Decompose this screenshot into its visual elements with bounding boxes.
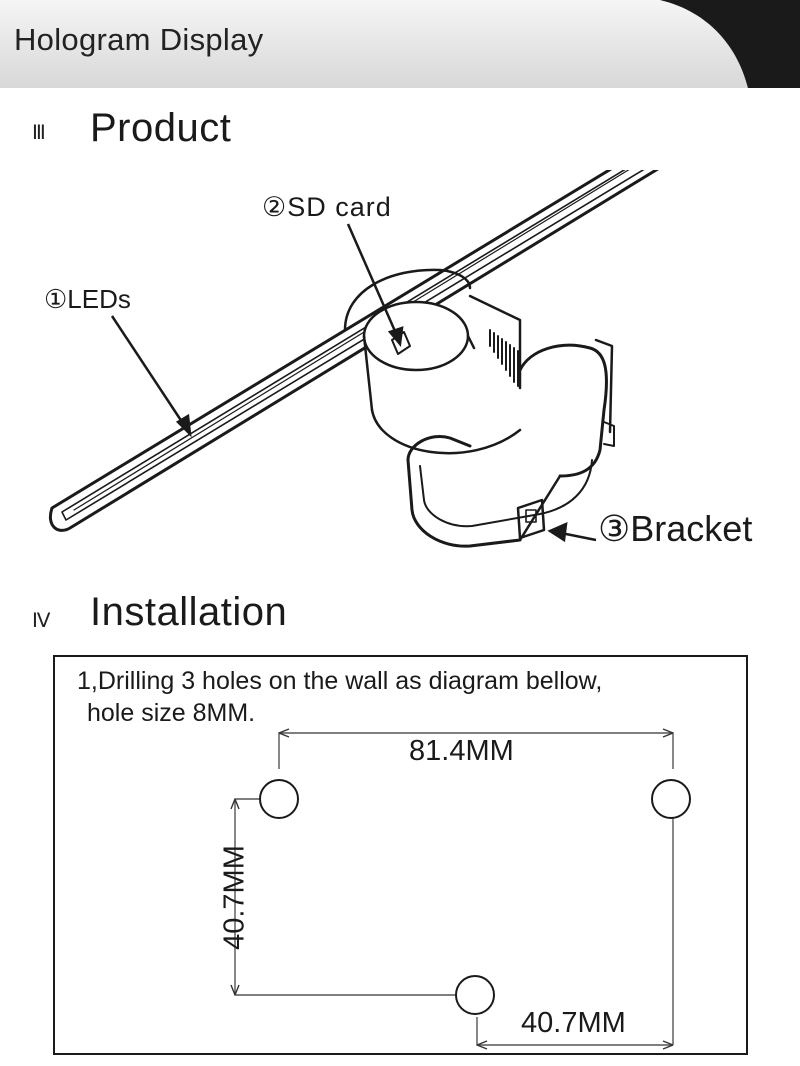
drill-hole-right bbox=[651, 779, 691, 819]
sd-card-leader-line bbox=[346, 223, 400, 339]
motor-body bbox=[362, 294, 522, 455]
dimension-label-top: 81.4MM bbox=[409, 735, 514, 767]
dim-arrow-left-bottom-icon bbox=[230, 984, 240, 996]
drill-hole-bottom bbox=[455, 975, 495, 1015]
installation-diagram-box: 1,Drilling 3 holes on the wall as diagra… bbox=[53, 655, 748, 1055]
dim-line-left bbox=[234, 798, 459, 996]
dim-line-top bbox=[278, 732, 674, 769]
dim-arrow-top-right-icon bbox=[662, 728, 674, 738]
instruction-line-1: 1,Drilling 3 holes on the wall as diagra… bbox=[77, 667, 603, 695]
section-title-product: Product bbox=[90, 106, 232, 150]
callout-leds: ①LEDs bbox=[44, 284, 131, 314]
leds-arrow-icon bbox=[175, 413, 192, 438]
dim-arrow-left-top-icon bbox=[230, 798, 240, 810]
callout-bracket: ③Bracket bbox=[598, 508, 753, 549]
dim-arrow-top-left-icon bbox=[278, 728, 290, 738]
page-title: Hologram Display bbox=[14, 22, 264, 57]
leds-leader-line bbox=[110, 315, 188, 429]
section-numeral-product: Ⅲ bbox=[32, 122, 46, 144]
drilling-diagram bbox=[230, 728, 691, 1050]
section-numeral-installation: Ⅳ bbox=[32, 610, 51, 632]
dimension-label-left: 40.7MM bbox=[218, 845, 251, 950]
product-illustration bbox=[49, 170, 660, 548]
callout-sd-card: ②SD card bbox=[262, 192, 392, 222]
sd-card-arrow-icon bbox=[387, 326, 404, 348]
header-corner-decoration bbox=[660, 0, 800, 88]
hub-disc bbox=[343, 268, 472, 332]
bracket-arrow-icon bbox=[547, 521, 568, 543]
drill-hole-left bbox=[259, 779, 299, 819]
dim-arrow-bottom-left-icon bbox=[476, 1040, 488, 1050]
section-title-installation: Installation bbox=[90, 590, 288, 634]
bracket-tab bbox=[516, 498, 546, 540]
base-mount bbox=[406, 338, 615, 548]
dim-arrow-bottom-right-icon bbox=[662, 1040, 674, 1050]
dimension-label-bottom: 40.7MM bbox=[521, 1007, 626, 1039]
instruction-line-2: hole size 8MM. bbox=[87, 699, 256, 727]
heat-sink-fins bbox=[489, 329, 519, 387]
header-band: Hologram Display bbox=[0, 0, 800, 88]
